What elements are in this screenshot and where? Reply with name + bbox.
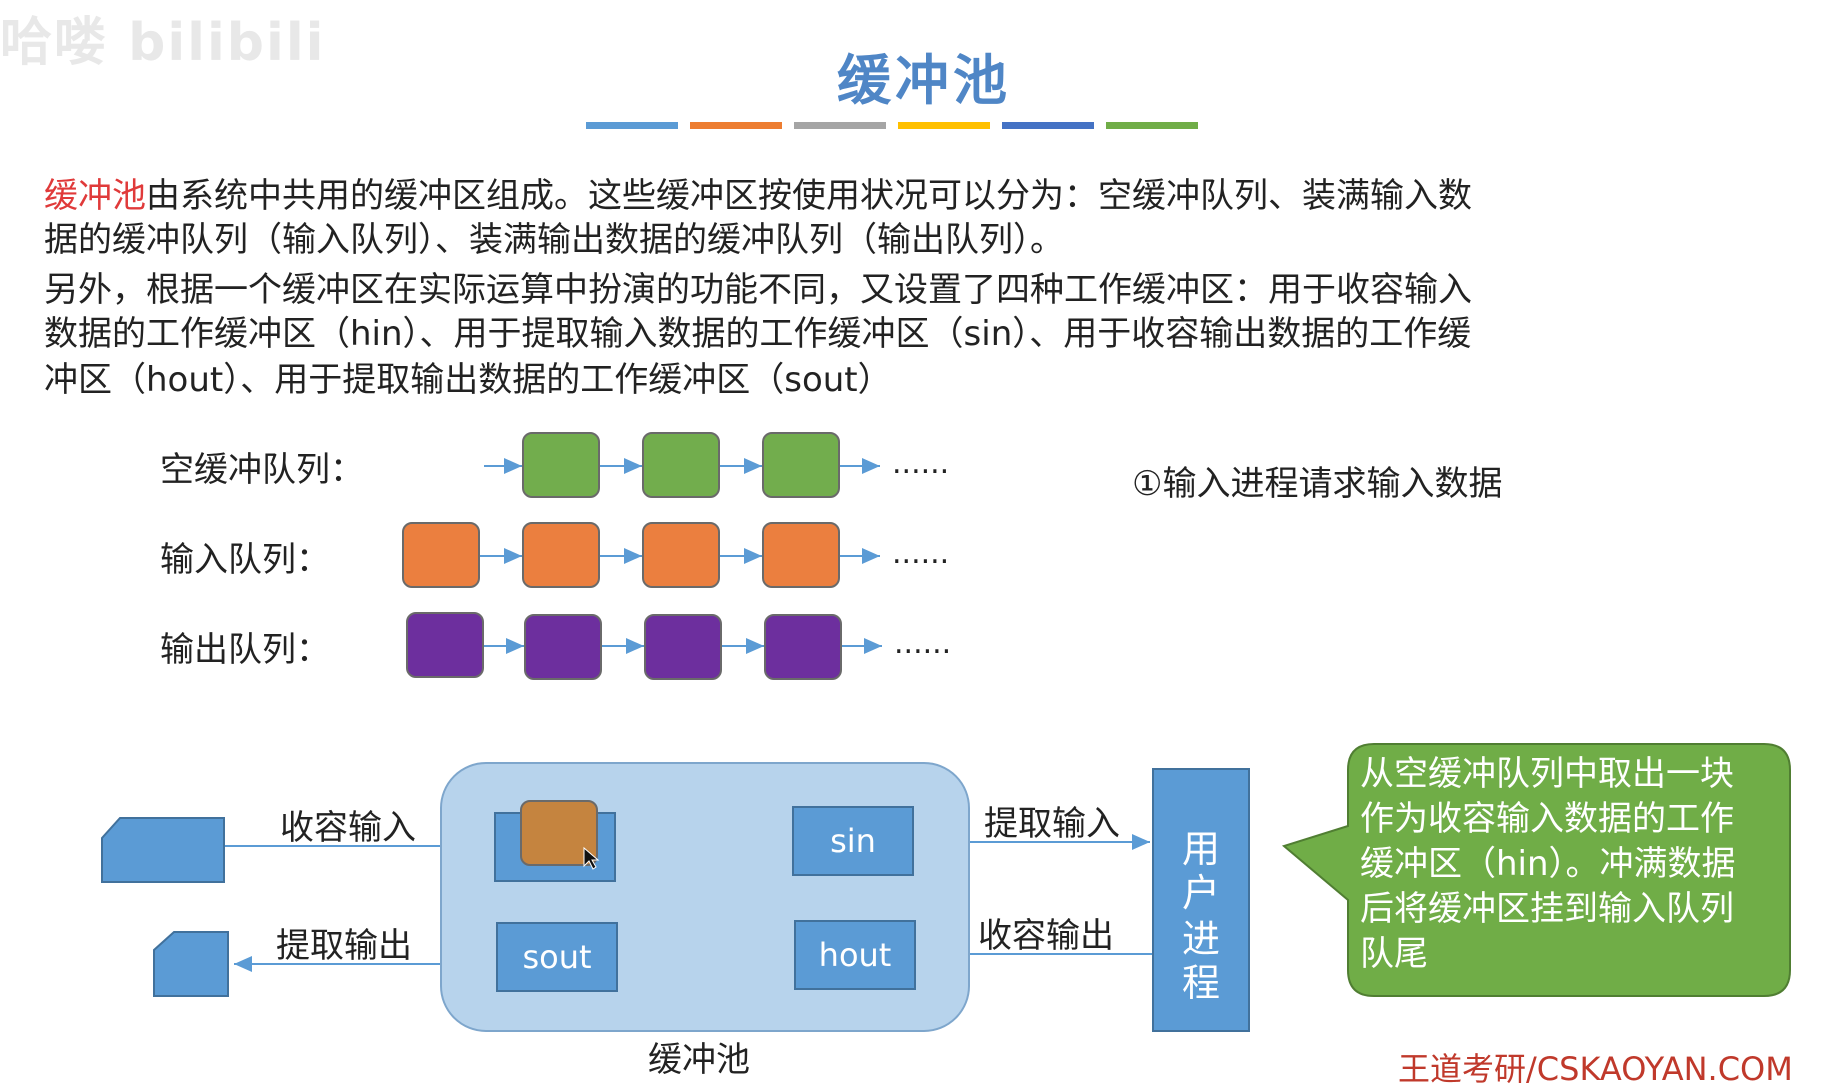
collect-output-label: 收容输出 bbox=[978, 916, 1114, 956]
user-process-char: 户 bbox=[1181, 871, 1220, 915]
user-process-char: 用 bbox=[1181, 827, 1220, 871]
input-buffer-block bbox=[762, 522, 840, 588]
empty-buffer-block bbox=[522, 432, 600, 498]
user-process-char: 进 bbox=[1181, 917, 1220, 961]
output-buffer-block bbox=[644, 614, 722, 680]
footer-brand: 王道考研/CSKAOYAN.COM bbox=[1398, 1050, 1793, 1088]
input-device-icon bbox=[101, 817, 225, 883]
empty-queue-label: 空缓冲队列： bbox=[160, 450, 364, 490]
intro-line-1-text: 由系统中共用的缓冲区组成。这些缓冲区按使用状况可以分为：空缓冲队列、装满输入数 bbox=[146, 176, 1472, 216]
highlight-term: 缓冲池 bbox=[44, 176, 146, 216]
empty-queue-ellipsis: ...... bbox=[892, 446, 950, 481]
intro-line-4: 数据的工作缓冲区（hin）、用于提取输入数据的工作缓冲区（sin）、用于收容输出… bbox=[44, 314, 1472, 354]
hin-buffer-block bbox=[520, 800, 598, 866]
slide-title: 缓冲池 bbox=[837, 49, 1011, 112]
watermark-logo: 哈喽 bilibili bbox=[0, 13, 326, 73]
empty-buffer-block bbox=[642, 432, 720, 498]
output-queue-ellipsis: ...... bbox=[894, 626, 952, 661]
sout-buffer-box: sout bbox=[496, 922, 618, 992]
sin-buffer-box: sin bbox=[792, 806, 914, 876]
output-buffer-block bbox=[524, 614, 602, 680]
extract-input-label: 提取输入 bbox=[984, 804, 1120, 844]
output-queue-label: 输出队列： bbox=[160, 630, 330, 670]
input-buffer-block bbox=[522, 522, 600, 588]
output-device-icon bbox=[153, 931, 229, 997]
intro-line-2: 据的缓冲队列（输入队列）、装满输出数据的缓冲队列（输出队列）。 bbox=[44, 220, 1064, 260]
hout-buffer-box: hout bbox=[794, 920, 916, 990]
intro-line-3: 另外，根据一个缓冲区在实际运算中扮演的功能不同，又设置了四种工作缓冲区：用于收容… bbox=[44, 270, 1472, 310]
callout-bubble bbox=[1281, 743, 1791, 997]
empty-buffer-block bbox=[762, 432, 840, 498]
extract-output-label: 提取输出 bbox=[276, 926, 412, 966]
output-buffer-block bbox=[764, 614, 842, 680]
input-buffer-block bbox=[402, 522, 480, 588]
callout-text: 从空缓冲队列中取出一块作为收容输入数据的工作缓冲区（hin）。冲满数据后将缓冲区… bbox=[1360, 754, 1736, 974]
input-queue-ellipsis: ...... bbox=[892, 536, 950, 571]
title-bar-blue bbox=[586, 122, 678, 129]
intro-line-1: 缓冲池由系统中共用的缓冲区组成。这些缓冲区按使用状况可以分为：空缓冲队列、装满输… bbox=[44, 174, 1472, 218]
output-buffer-block bbox=[406, 612, 484, 678]
title-bar-yellow bbox=[898, 122, 990, 129]
input-buffer-block bbox=[642, 522, 720, 588]
cursor-icon bbox=[583, 846, 600, 870]
title-bar-orange bbox=[690, 122, 782, 129]
intro-line-5: 冲区（hout）、用于提取输出数据的工作缓冲区（sout） bbox=[44, 360, 892, 400]
title-bar-green bbox=[1106, 122, 1198, 129]
pool-caption: 缓冲池 bbox=[648, 1040, 750, 1080]
user-process-box: 用 户 进 程 bbox=[1152, 768, 1250, 1032]
title-bar-gray bbox=[794, 122, 886, 129]
step-note: ①输入进程请求输入数据 bbox=[1132, 464, 1503, 504]
user-process-char: 程 bbox=[1181, 961, 1220, 1005]
collect-input-label: 收容输入 bbox=[280, 808, 416, 848]
title-bar-darkblue bbox=[1002, 122, 1094, 129]
input-queue-label: 输入队列： bbox=[160, 540, 330, 580]
